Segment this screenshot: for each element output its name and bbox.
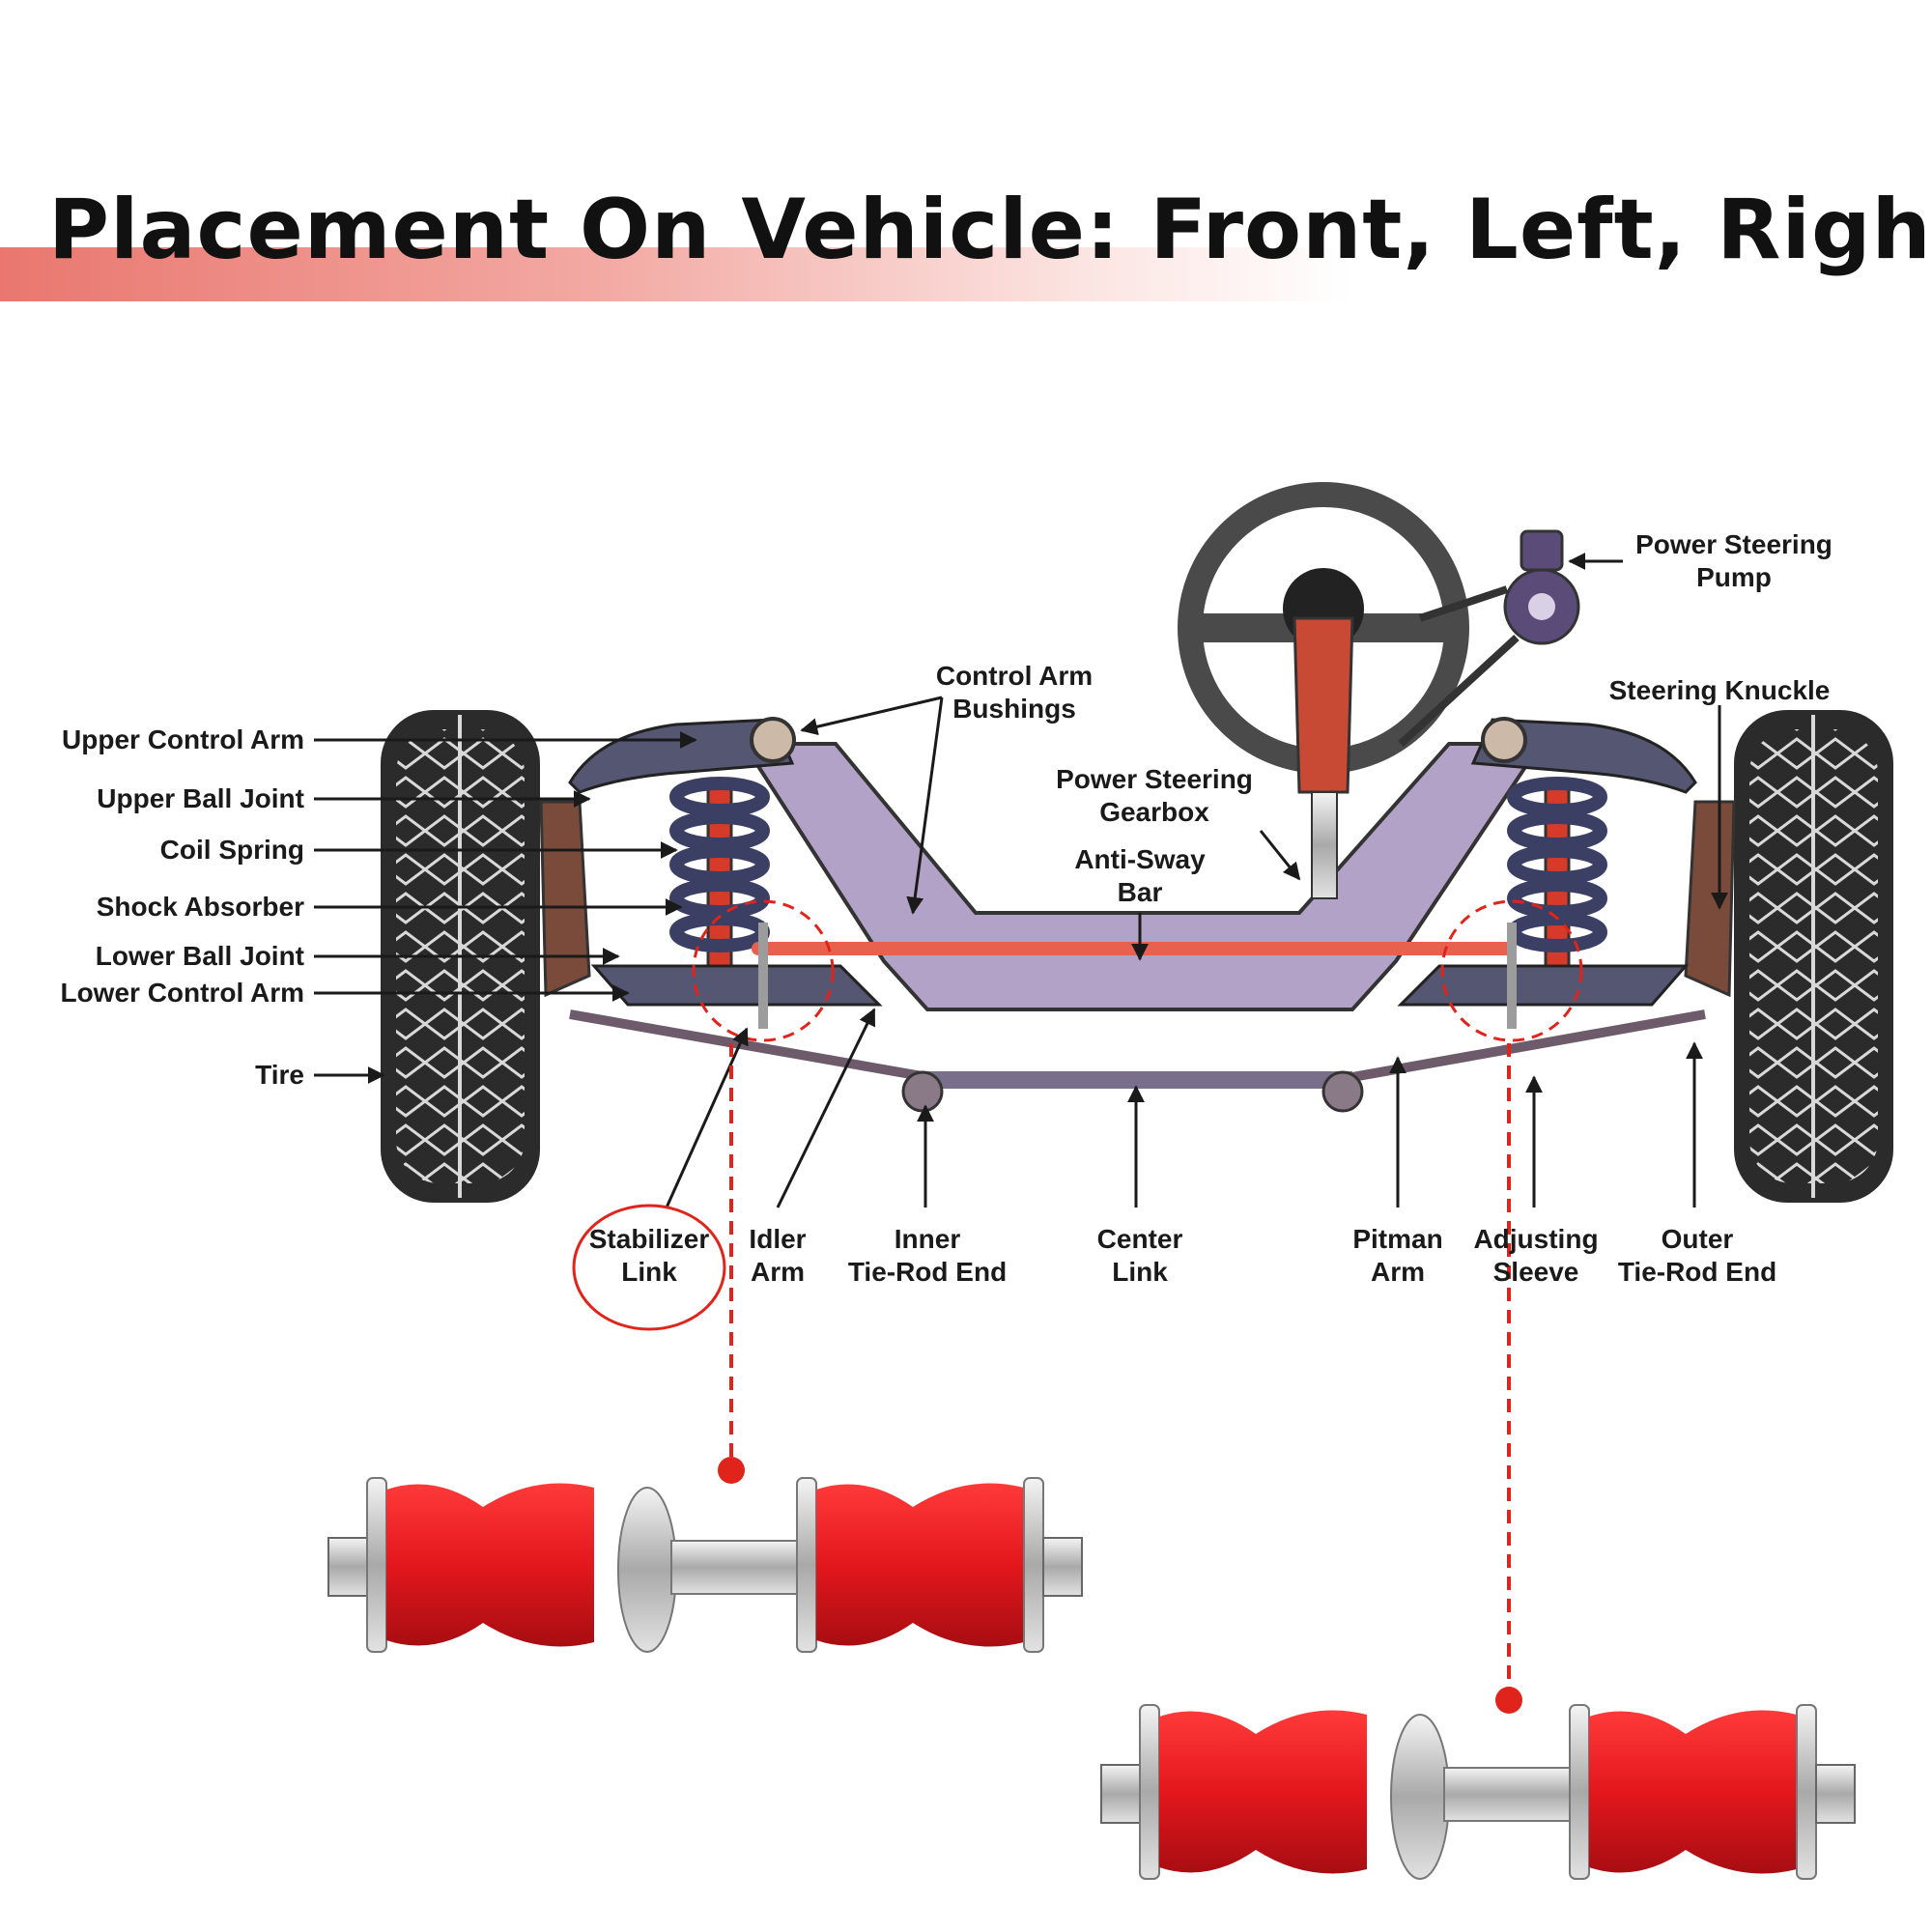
- stabilizer-link-kit-image: [327, 1477, 1083, 1653]
- steering-shaft: [1311, 791, 1338, 899]
- stabilizer-link-label-highlight: [572, 1204, 726, 1331]
- pump-belt: [1398, 585, 1520, 747]
- left-steering-knuckle: [539, 800, 591, 998]
- right-stabilizer-highlight: [1440, 899, 1583, 1042]
- steering-column: [1293, 616, 1354, 794]
- label-shock-absorber: Shock Absorber: [96, 892, 304, 922]
- left-coil-spring: [669, 777, 770, 968]
- label-lower-control-arm: Lower Control Arm: [60, 978, 304, 1008]
- stabilizer-link-kit-image: [1100, 1704, 1856, 1880]
- label-steering-knuckle: Steering Knuckle: [1608, 675, 1831, 705]
- label-tire: Tire: [255, 1060, 304, 1090]
- right-lower-control-arm: [1397, 964, 1690, 1007]
- power-steering-pump: [1503, 529, 1580, 645]
- label-upper-control-arm: Upper Control Arm: [62, 724, 304, 754]
- page-title: Placement On Vehicle: Front, Left, Right: [48, 182, 1932, 278]
- right-tire: [1734, 710, 1893, 1203]
- label-coil-spring: Coil Spring: [159, 835, 304, 865]
- left-upper-bushing: [750, 717, 796, 763]
- left-stabilizer-highlight: [692, 899, 835, 1042]
- inner-tie-rod-joint: [901, 1070, 944, 1113]
- right-connector-dot: [1495, 1687, 1522, 1714]
- title-highlight-band: [0, 247, 1352, 301]
- label-lower-ball-joint: Lower Ball Joint: [95, 941, 304, 971]
- right-coil-spring: [1507, 777, 1607, 968]
- right-steering-knuckle: [1684, 800, 1736, 998]
- pitman-joint: [1321, 1070, 1364, 1113]
- left-lower-control-arm: [590, 964, 883, 1007]
- label-upper-ball-joint: Upper Ball Joint: [97, 783, 304, 813]
- right-upper-bushing: [1481, 717, 1527, 763]
- left-connector-dot: [718, 1457, 745, 1484]
- leader-lines: [314, 553, 1728, 1208]
